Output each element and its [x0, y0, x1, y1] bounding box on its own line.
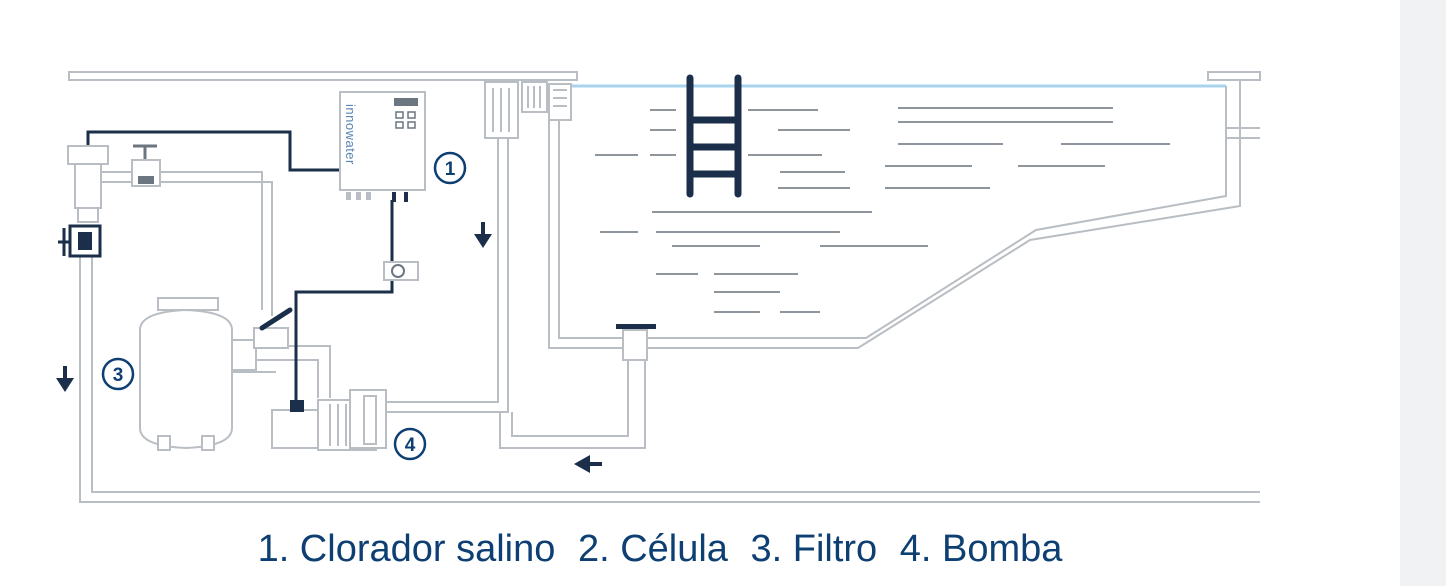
skimmer	[484, 81, 548, 139]
arrow-down-icon	[474, 222, 492, 248]
legend-item-pump: 4. Bomba	[899, 528, 1063, 570]
flow-sensor	[383, 261, 419, 281]
svg-text:3: 3	[113, 365, 124, 386]
pool-shell	[548, 80, 1260, 349]
legend-item-chlorinator: 1. Clorador salino	[257, 528, 556, 570]
svg-text:4: 4	[405, 435, 416, 456]
pipe-network	[79, 138, 1260, 503]
legend-item-cell: 2. Célula	[577, 528, 728, 570]
deck-left	[68, 71, 578, 81]
wall-inlet	[548, 83, 572, 121]
chlorinator-box	[339, 91, 426, 202]
pump	[271, 389, 387, 451]
right-edge-strip	[1400, 0, 1446, 586]
badge-4: 4	[393, 427, 427, 461]
badge-1: 1	[433, 151, 467, 185]
multiport-valve	[253, 307, 293, 349]
pool-ladder	[686, 74, 742, 198]
deck-right	[1207, 71, 1261, 81]
badge-3: 3	[101, 357, 135, 391]
water-ripples	[595, 107, 1170, 313]
legend-caption: 1. Clorador salino 2. Célula 3. Filtro 4…	[0, 528, 1320, 571]
main-drain	[616, 324, 656, 361]
side-valve-icon	[58, 224, 102, 258]
top-valve	[67, 145, 109, 223]
brand-logo-text: innowater	[343, 104, 358, 165]
sand-filter	[139, 297, 257, 451]
svg-text:1: 1	[445, 159, 456, 180]
arrow-left-icon	[574, 455, 602, 473]
arrow-down-left-icon	[56, 366, 74, 392]
tee-valve-icon	[131, 144, 161, 187]
legend-item-filter: 3. Filtro	[750, 528, 878, 570]
